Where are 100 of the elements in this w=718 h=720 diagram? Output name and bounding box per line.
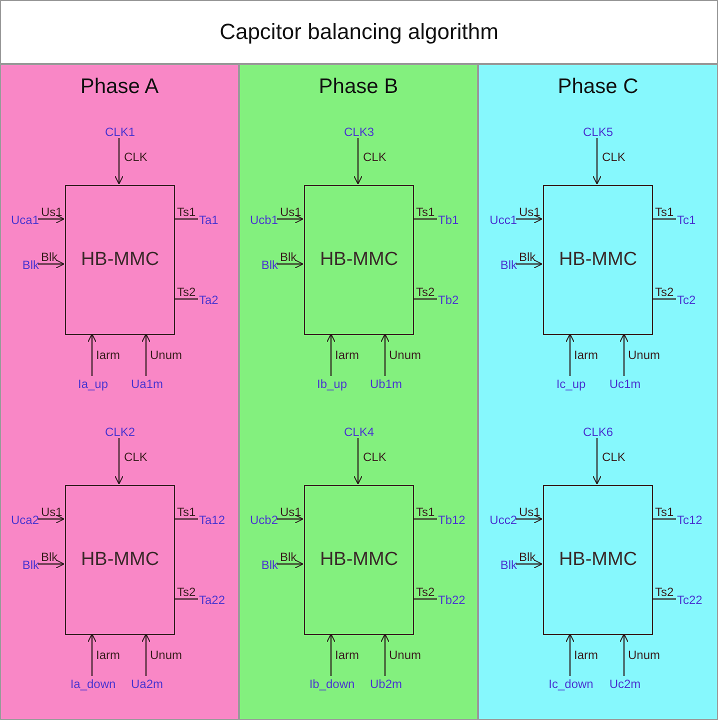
wire (652, 218, 676, 220)
signal-label: Ib_up (305, 377, 359, 391)
wire (413, 598, 437, 600)
wire (174, 518, 198, 520)
port-label: Unum (628, 349, 660, 362)
port-label: Iarm (574, 349, 598, 362)
hb-mmc-block (543, 185, 653, 335)
port-label: Blk (519, 251, 536, 264)
port-label: Iarm (96, 649, 120, 662)
hb-mmc-block (65, 185, 175, 335)
signal-label: Ucc2 (481, 513, 517, 527)
wire (174, 218, 198, 220)
arrow (566, 634, 574, 676)
port-label: CLK (124, 151, 148, 164)
port-label: Us1 (280, 506, 302, 519)
port-label: Unum (389, 349, 422, 362)
signal-label: Uca1 (3, 213, 39, 227)
block-label: HB-MMC (558, 549, 638, 571)
phase-panel (478, 64, 718, 720)
signal-label: Blk (3, 558, 39, 572)
port-label: Blk (519, 551, 536, 564)
port-label: Iarm (335, 349, 359, 362)
arrow (277, 214, 304, 224)
arrow (38, 214, 64, 224)
signal-label: Blk (481, 558, 517, 572)
wire (413, 298, 437, 300)
arrow (277, 514, 304, 524)
port-label: Unum (628, 649, 660, 662)
port-label: Unum (150, 349, 182, 362)
port-label: Ts2 (416, 586, 435, 599)
arrow (114, 138, 124, 184)
signal-label: Ub2m (359, 677, 413, 691)
arrow (516, 214, 542, 224)
port-label: CLK (602, 451, 626, 464)
signal-label: Ucc1 (481, 213, 517, 227)
port-label: Ts1 (416, 206, 435, 219)
arrow (516, 260, 542, 268)
arrow (326, 334, 336, 376)
arrow (620, 334, 628, 376)
signal-label: Blk (481, 258, 517, 272)
port-label: Blk (280, 551, 297, 564)
arrow (380, 634, 390, 676)
signal-label: Blk (242, 558, 278, 572)
block-label: HB-MMC (80, 249, 160, 271)
arrow (277, 260, 304, 268)
wire (413, 518, 437, 520)
wire (652, 518, 676, 520)
port-label: Ts1 (416, 506, 435, 519)
arrow (620, 634, 628, 676)
arrow (142, 334, 150, 376)
port-label: Ts2 (655, 586, 674, 599)
port-label: Blk (280, 251, 297, 264)
signal-label: Ucb1 (242, 213, 278, 227)
signal-label: Tb1 (438, 213, 476, 227)
hb-mmc-block (543, 485, 653, 635)
port-label: Us1 (280, 206, 302, 219)
signal-label: Ia_down (66, 677, 120, 691)
arrow (592, 138, 602, 184)
signal-label: Tb22 (438, 593, 476, 607)
arrow (114, 438, 124, 484)
signal-label: Ta1 (199, 213, 237, 227)
port-label: Us1 (519, 206, 540, 219)
signal-label: CLK1 (95, 125, 145, 139)
block-label: HB-MMC (320, 549, 398, 571)
arrow (380, 334, 390, 376)
arrow (142, 634, 150, 676)
signal-label: CLK2 (95, 425, 145, 439)
port-label: Us1 (41, 206, 62, 219)
port-label: Blk (41, 251, 58, 264)
port-label: Iarm (96, 349, 120, 362)
port-label: Ts1 (177, 206, 196, 219)
block-label: HB-MMC (558, 249, 638, 271)
block-label: HB-MMC (320, 249, 398, 271)
arrow (354, 438, 362, 484)
arrow (88, 634, 96, 676)
signal-label: Ic_down (544, 677, 598, 691)
arrow (592, 438, 602, 484)
arrow (516, 514, 542, 524)
signal-label: Ia_up (66, 377, 120, 391)
panel-heading: Phase A (79, 75, 160, 99)
arrow (326, 634, 336, 676)
phase-panel (239, 64, 478, 720)
arrow (38, 260, 64, 268)
signal-label: Ua2m (120, 677, 174, 691)
port-label: CLK (124, 451, 148, 464)
signal-label: Ta22 (199, 593, 237, 607)
signal-label: Tc1 (677, 213, 715, 227)
port-label: CLK (363, 451, 386, 464)
port-label: Ts1 (655, 206, 674, 219)
hb-mmc-block (304, 485, 414, 635)
port-label: Iarm (335, 649, 359, 662)
diagram-title: Capcitor balancing algorithm (0, 0, 718, 64)
signal-label: CLK5 (573, 125, 623, 139)
wire (652, 598, 676, 600)
signal-label: Tb2 (438, 293, 476, 307)
signal-label: CLK3 (334, 125, 384, 139)
arrow (566, 334, 574, 376)
signal-label: Tb12 (438, 513, 476, 527)
panel-heading: Phase B (318, 75, 400, 99)
arrow (516, 560, 542, 568)
